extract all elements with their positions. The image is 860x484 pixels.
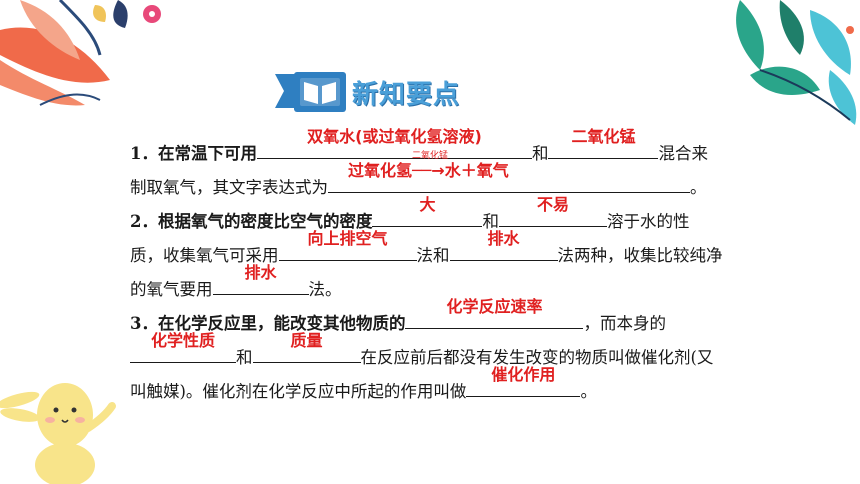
- item-text: 。: [580, 382, 597, 401]
- answer-text: 催化作用: [491, 365, 556, 384]
- item-text: 法和: [416, 246, 450, 265]
- reaction-condition: 二氧化锰: [412, 151, 449, 161]
- item-1-line-2: 制取氧气，其文字表达式为过氧化氢二氧化锰──→水＋氧气。: [130, 151, 770, 204]
- answer-blank: 化学反应速率: [405, 297, 584, 329]
- answer-blank: 大: [372, 195, 483, 227]
- section-badge-icon: [275, 72, 346, 112]
- answer-text: 化学反应速率: [446, 297, 543, 316]
- answer-text: 双氧水(或过氧化氢溶液): [307, 127, 482, 146]
- item-text: 溶于水的性: [606, 212, 690, 231]
- item-text: 和: [482, 212, 499, 231]
- answer-text: 排水: [487, 229, 520, 248]
- item-2-line-1: 2．根据氧气的密度比空气的密度 大和 不易溶于水的性: [130, 195, 770, 238]
- answer-text: 向上排空气: [307, 229, 388, 248]
- item-text: 的氧气要用: [130, 280, 213, 299]
- answer-text: 质量: [290, 331, 323, 350]
- leaf-decoration-top-right: [736, 0, 857, 125]
- item-text: 叫触媒)。催化剂在化学反应中所起的作用叫做: [130, 382, 467, 401]
- word-equation: 过氧化氢二氧化锰──→水＋氧气: [348, 151, 690, 188]
- item-3-line-1: 3．在化学反应里，能改变其他物质的 化学反应速率 ，而本身的: [130, 297, 770, 340]
- knowledge-points: 1．在常温下可用双氧水(或过氧化氢溶液)和二氧化锰混合来 制取氧气，其文字表达式…: [130, 127, 770, 408]
- item-3-line-3: 叫触媒)。催化剂在化学反应中所起的作用叫做 催化作用。: [130, 365, 770, 408]
- item-2-line-2: 质，收集氧气可采用 向上排空气法和 排水法两种，收集比较纯净: [130, 229, 770, 272]
- answer-text: 排水: [244, 263, 277, 282]
- answer-blank: 过氧化氢二氧化锰──→水＋氧气: [328, 151, 690, 193]
- answer-blank: 向上排空气: [278, 229, 417, 261]
- item-2-line-3: 的氧气要用 排水法。: [130, 263, 770, 306]
- answer-blank: 化学性质: [130, 331, 236, 363]
- leaf-decoration-top-left: [0, 0, 161, 106]
- item-text: 和: [236, 348, 253, 367]
- item-text: 2．根据氧气的密度比空气的密度: [130, 212, 373, 231]
- item-text: 质，收集氧气可采用: [130, 246, 279, 265]
- reactant-text: 过氧化氢: [348, 161, 413, 180]
- answer-blank: 不易: [498, 195, 607, 227]
- item-text: ，而本身的: [583, 314, 666, 333]
- item-text: 。: [690, 178, 707, 197]
- bunny-illustration: [0, 383, 116, 484]
- answer-text: 大: [419, 195, 436, 214]
- item-text: 法两种，收集比较纯净: [557, 246, 723, 265]
- answer-text: 二氧化锰: [571, 127, 636, 146]
- answer-text: 化学性质: [150, 331, 215, 350]
- item-text: 制取氧气，其文字表达式为: [130, 178, 328, 197]
- item-text: 混合来: [658, 144, 708, 163]
- answer-blank: 二氧化锰: [548, 127, 659, 159]
- item-text: 3．在化学反应里，能改变其他物质的: [130, 314, 406, 333]
- item-text: 和: [531, 144, 549, 163]
- item-1-line-1: 1．在常温下可用双氧水(或过氧化氢溶液)和二氧化锰混合来: [130, 127, 770, 170]
- item-text: 法。: [308, 280, 342, 299]
- answer-text: 不易: [536, 195, 569, 214]
- reaction-arrow: 二氧化锰──→: [412, 151, 448, 188]
- answer-blank: 排水: [449, 229, 558, 261]
- answer-blank: 排水: [212, 263, 309, 295]
- answer-blank: 催化作用: [466, 365, 581, 397]
- item-text: 在反应前后都没有发生改变的物质叫做催化剂(又: [360, 348, 714, 367]
- product-text: 水＋氧气: [444, 161, 509, 180]
- answer-blank: 质量: [252, 331, 361, 363]
- answer-blank: 双氧水(或过氧化氢溶液): [256, 127, 532, 159]
- section-title: 新知要点: [352, 80, 461, 110]
- item-3-line-2: 化学性质和 质量在反应前后都没有发生改变的物质叫做催化剂(又: [130, 331, 770, 374]
- item-text: 1．在常温下可用: [130, 144, 257, 163]
